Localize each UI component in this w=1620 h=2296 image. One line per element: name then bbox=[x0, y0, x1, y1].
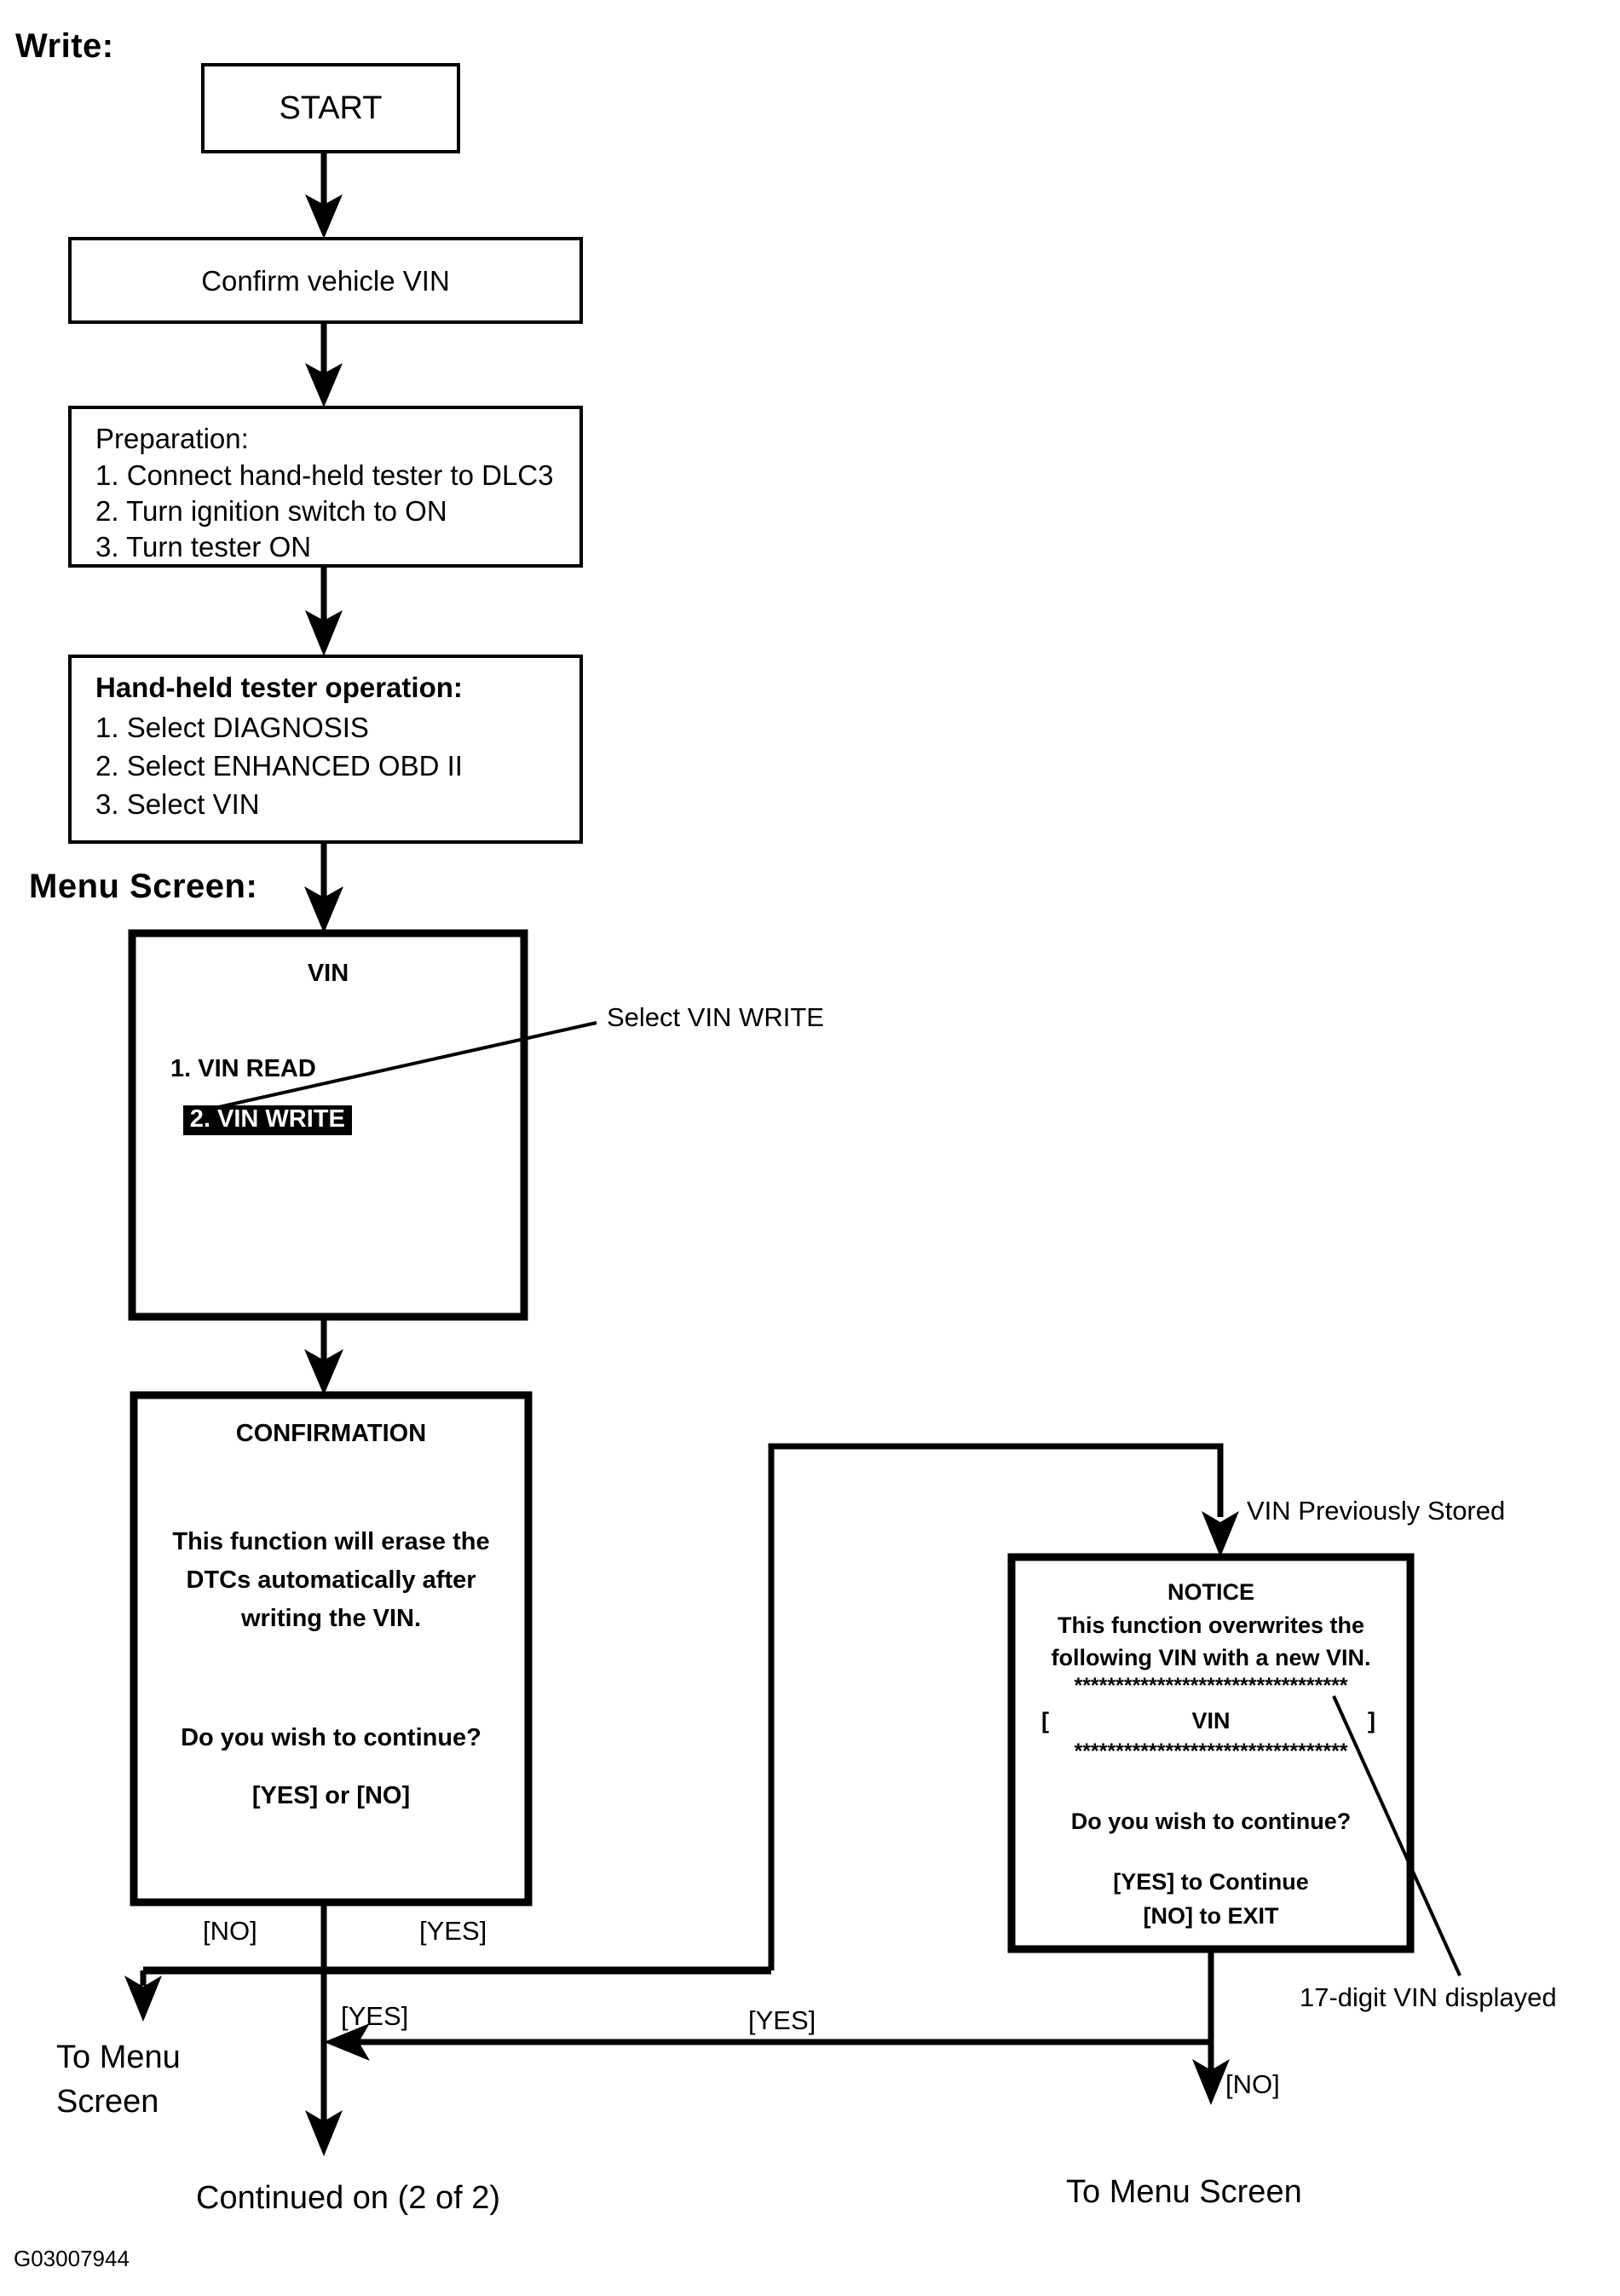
leader-17-digit-vin bbox=[1332, 1695, 1461, 1976]
vin-menu-title: VIN bbox=[307, 960, 349, 987]
edge-label-no-left: [NO] bbox=[203, 1916, 257, 1946]
tester-operation-step-1: 1. Select DIAGNOSIS bbox=[95, 712, 369, 743]
preparation-heading: Preparation: bbox=[95, 423, 249, 454]
arrowhead-yes-return bbox=[324, 2023, 370, 2061]
terminal-to-menu-screen-left-line2: Screen bbox=[56, 2084, 159, 2120]
notice-vin-field-label: VIN bbox=[1191, 1708, 1231, 1734]
edge-label-yes-right: [YES] bbox=[419, 1916, 487, 1946]
edge-label-yes-down: [YES] bbox=[341, 2001, 409, 2031]
preparation-step-2: 2. Turn ignition switch to ON bbox=[95, 495, 447, 527]
terminal-to-menu-screen-left-line1: To Menu bbox=[56, 2039, 181, 2075]
tester-operation-box bbox=[68, 655, 583, 844]
tester-operation-step-3: 3. Select VIN bbox=[95, 788, 260, 820]
connector-yes-branch-to-notice bbox=[768, 1443, 1224, 1970]
arrowhead-confirm-to-preparation bbox=[305, 363, 343, 407]
arrowhead-no-branch bbox=[124, 1976, 162, 2022]
tester-operation-step-2: 2. Select ENHANCED OBD II bbox=[95, 750, 463, 782]
preparation-step-1: 1. Connect hand-held tester to DLC3 bbox=[95, 459, 554, 491]
confirmation-screen-box bbox=[130, 1391, 533, 1907]
notice-answer-no: [NO] to EXIT bbox=[1143, 1903, 1279, 1929]
tester-operation-heading: Hand-held tester operation: bbox=[95, 672, 463, 703]
arrowhead-tester-to-vin-menu bbox=[304, 886, 343, 933]
section-label-write: Write: bbox=[15, 27, 114, 65]
arrowhead-no-exit bbox=[1192, 2059, 1230, 2105]
notice-answer-yes: [YES] to Continue bbox=[1113, 1869, 1309, 1895]
confirm-vehicle-vin-box bbox=[68, 237, 583, 324]
terminal-to-menu-screen-right: To Menu Screen bbox=[1066, 2174, 1302, 2210]
vin-menu-option-read[interactable]: 1. VIN READ bbox=[170, 1055, 316, 1082]
preparation-step-3: 3. Turn tester ON bbox=[95, 531, 312, 562]
arrowhead-continued bbox=[305, 2110, 343, 2156]
section-label-menu-screen: Menu Screen: bbox=[29, 868, 258, 905]
notice-question: Do you wish to continue? bbox=[1070, 1809, 1352, 1834]
arrowhead-vin-menu-to-confirmation bbox=[304, 1349, 343, 1395]
edge-label-yes-return: [YES] bbox=[748, 2005, 816, 2035]
notice-vin-bracket-close: ] bbox=[1368, 1708, 1375, 1734]
vin-menu-option-write-wrapper[interactable]: 2. VIN WRITE bbox=[168, 1092, 352, 1149]
terminal-continued: Continued on (2 of 2) bbox=[196, 2180, 501, 2216]
confirmation-body-line-3: writing the VIN. bbox=[240, 1605, 422, 1632]
confirmation-body-line-1: This function will erase the bbox=[172, 1528, 490, 1555]
arrowhead-preparation-to-tester bbox=[305, 610, 343, 656]
notice-title: NOTICE bbox=[1167, 1579, 1254, 1605]
notice-separator-top: ********************************* bbox=[1074, 1674, 1348, 1698]
arrowhead-yes-branch-to-notice bbox=[1202, 1511, 1239, 1557]
start-label: START bbox=[279, 90, 383, 126]
confirmation-answer-prompt: [YES] or [NO] bbox=[251, 1782, 411, 1809]
callout-select-vin-write: Select VIN WRITE bbox=[607, 1002, 824, 1032]
confirmation-body-line-2: DTCs automatically after bbox=[186, 1566, 476, 1594]
confirmation-question: Do you wish to continue? bbox=[181, 1724, 481, 1751]
notice-body-line-1: This function overwrites the bbox=[1057, 1612, 1365, 1638]
notice-screen-box bbox=[1007, 1553, 1415, 1953]
vin-menu-option-write[interactable]: 2. VIN WRITE bbox=[182, 1105, 352, 1135]
leader-select-vin-write bbox=[214, 1021, 597, 1110]
figure-code: G03007944 bbox=[14, 2246, 130, 2271]
callout-vin-previously-stored: VIN Previously Stored bbox=[1247, 1496, 1506, 1526]
edge-label-no-exit: [NO] bbox=[1225, 2069, 1280, 2099]
notice-vin-bracket-open: [ bbox=[1041, 1708, 1049, 1734]
confirm-vehicle-vin-label: Confirm vehicle VIN bbox=[201, 265, 450, 297]
notice-body-line-2: following VIN with a new VIN. bbox=[1051, 1645, 1371, 1670]
confirmation-title: CONFIRMATION bbox=[235, 1420, 427, 1447]
start-box bbox=[201, 63, 460, 153]
callout-17-digit-vin: 17-digit VIN displayed bbox=[1300, 1982, 1557, 2012]
preparation-box bbox=[68, 406, 583, 568]
notice-separator-bottom: ********************************* bbox=[1074, 1739, 1348, 1763]
arrowhead-start-to-confirm bbox=[305, 194, 343, 239]
